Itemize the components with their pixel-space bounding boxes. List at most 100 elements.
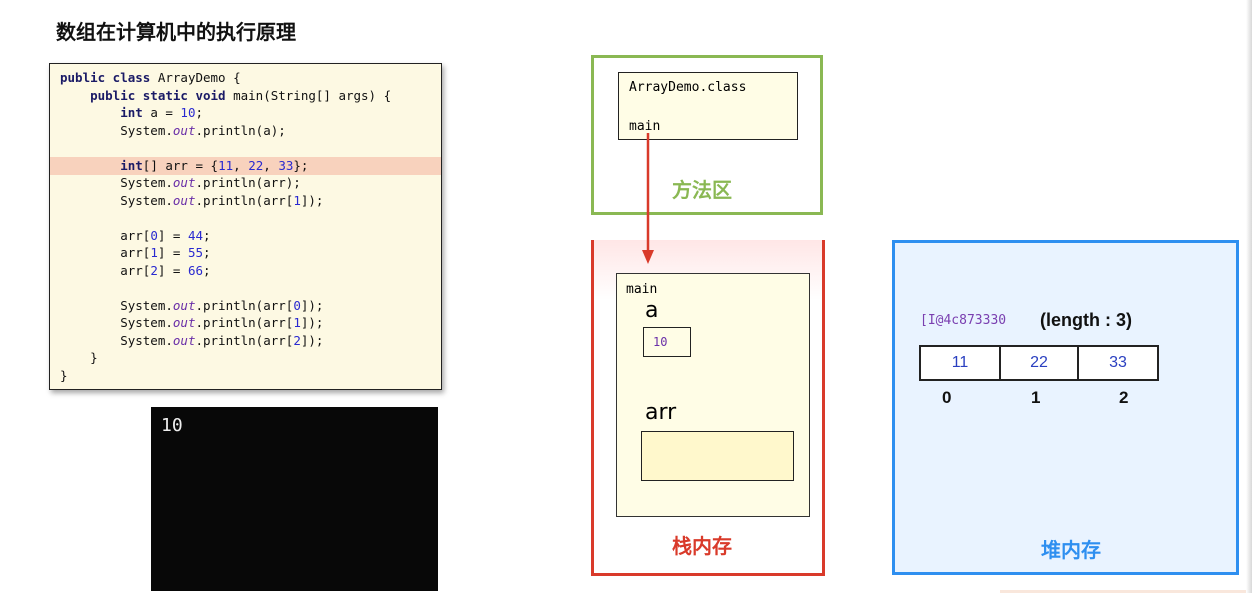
code-token: ] =	[157, 262, 188, 278]
code-token: out	[172, 297, 196, 313]
code-token: ,	[263, 157, 279, 173]
code-token: .println(a);	[195, 122, 286, 138]
code-token: out	[172, 315, 196, 330]
code-token: 55	[187, 245, 204, 260]
code-token: ]);	[300, 315, 324, 330]
code-token: ]);	[300, 332, 324, 348]
array-length: (length : 3)	[1040, 310, 1132, 330]
code-token: out	[172, 332, 196, 348]
method-area: ArrayDemo.class main 方法区	[591, 55, 823, 215]
code-token: .println(arr[	[195, 192, 294, 208]
code-token: public class	[60, 70, 158, 85]
code-token: out	[172, 122, 196, 138]
code-line-text: System.out.println(arr[2]);	[50, 333, 323, 348]
array-cell-1: 22	[999, 345, 1079, 381]
code-token: 1	[293, 315, 301, 330]
code-line: System.out.println(a);	[50, 122, 441, 140]
code-token: }	[60, 350, 98, 365]
code-token: 0	[293, 297, 301, 313]
stack-memory: main a 10 arr 栈内存	[591, 240, 825, 576]
array-cell-0: 11	[919, 345, 1001, 381]
code-token: out	[172, 192, 196, 208]
code-line-text: System.out.println(arr);	[50, 175, 301, 190]
code-token: ] =	[157, 245, 188, 260]
code-token: System.	[60, 332, 173, 348]
heap-memory: [I@4c873330 (length : 3) 11 22 33 0 1 2 …	[892, 240, 1239, 575]
array-cell-2: 33	[1077, 345, 1159, 381]
code-line-text: arr[2] = 66;	[50, 262, 210, 278]
right-edge-shadow	[1246, 0, 1252, 593]
code-line: public static void main(String[] args) {	[50, 87, 441, 105]
code-line-text: int[] arr = {11, 22, 33};	[50, 158, 308, 173]
code-token: 22	[248, 157, 264, 173]
code-line-text: arr[0] = 44;	[50, 227, 211, 243]
code-token: ]);	[300, 192, 324, 208]
page-title: 数组在计算机中的执行原理	[56, 20, 296, 44]
code-line: int a = 10;	[50, 104, 441, 122]
var-a-value: 10	[643, 327, 691, 357]
code-token: out	[172, 175, 196, 190]
code-token: main(String[] args) {	[233, 87, 392, 103]
code-token: 33	[278, 157, 294, 173]
code-token: ]);	[300, 297, 324, 313]
code-line-text: System.out.println(arr[1]);	[50, 193, 323, 208]
code-token: 2	[293, 332, 301, 348]
console-output-text: 10	[161, 415, 183, 436]
code-token: [] arr = {	[142, 157, 219, 173]
stack-label: 栈内存	[672, 534, 732, 558]
code-token: arr[	[60, 245, 151, 260]
console-output-panel: 10	[151, 407, 438, 591]
main-stack-frame: main a 10 arr	[616, 273, 810, 517]
code-line: System.out.println(arr);	[50, 174, 441, 192]
code-token: ;	[203, 227, 211, 243]
code-line: }	[50, 349, 441, 367]
code-token: public static void	[60, 87, 234, 103]
code-line: arr[1] = 55;	[50, 244, 441, 262]
code-line-text: public static void main(String[] args) {	[50, 88, 391, 103]
code-token: 1	[293, 192, 301, 208]
class-method: main	[629, 119, 661, 134]
var-arr-label: arr	[645, 400, 677, 425]
code-token: 66	[187, 262, 204, 278]
code-line-text: int a = 10;	[50, 105, 203, 120]
arrow-head	[642, 250, 654, 264]
code-line-text: public class ArrayDemo {	[50, 70, 241, 85]
class-name: ArrayDemo.class	[629, 80, 747, 95]
code-line: System.out.println(arr[0]);	[50, 297, 441, 315]
code-token: ;	[203, 245, 211, 260]
var-arr-value-box	[641, 431, 794, 481]
array-index-2: 2	[1119, 388, 1129, 407]
code-token: 2	[150, 262, 158, 278]
code-token: a =	[150, 105, 181, 120]
bottom-accent-bar	[1000, 590, 1252, 593]
code-token: .println(arr[	[195, 332, 294, 348]
code-line-text: System.out.println(arr[0]);	[50, 298, 323, 313]
frame-name: main	[626, 282, 658, 297]
code-token: System.	[60, 315, 173, 330]
code-token: System.	[60, 122, 173, 138]
code-line: System.out.println(arr[1]);	[50, 314, 441, 332]
array-index-1: 1	[1031, 388, 1041, 407]
array-index-0: 0	[942, 388, 952, 407]
code-token: ;	[195, 105, 204, 120]
code-token: System.	[60, 297, 173, 313]
code-line-text: System.out.println(a);	[50, 123, 286, 138]
heap-label: 堆内存	[1041, 538, 1101, 562]
array-address: [I@4c873330	[920, 313, 1007, 328]
code-token: .println(arr);	[195, 175, 301, 190]
code-token: 44	[187, 227, 204, 243]
code-line: int[] arr = {11, 22, 33};	[50, 156, 441, 175]
code-line-text: }	[50, 368, 68, 383]
code-line-text: }	[50, 350, 98, 365]
code-line-text: arr[1] = 55;	[50, 245, 211, 260]
code-token: };	[293, 157, 309, 173]
code-line: System.out.println(arr[2]);	[50, 332, 441, 350]
code-token: int	[60, 105, 151, 120]
var-a-label: a	[645, 298, 659, 323]
code-token: 10	[180, 105, 196, 120]
code-token: .println(arr[	[195, 297, 294, 313]
code-token: 11	[218, 157, 234, 173]
code-line: arr[0] = 44;	[50, 227, 441, 245]
code-token: System.	[60, 192, 173, 208]
